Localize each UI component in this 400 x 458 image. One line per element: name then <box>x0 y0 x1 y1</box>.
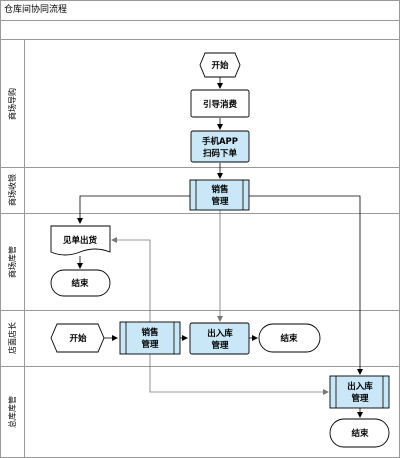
start-node-top-label: 开始 <box>211 60 229 71</box>
lane-label-main-warehouse: 总库库管 <box>7 396 17 428</box>
diagram-title: 仓库间协同流程 <box>4 3 67 15</box>
sales-cashier-line2: 管理 <box>211 196 229 207</box>
start-node-top: 开始 <box>199 52 241 78</box>
sales-management-store-node: 销售 管理 <box>119 321 181 355</box>
inout-store-line1: 出入库 <box>207 328 233 339</box>
edge-sales-to-ship <box>77 195 190 224</box>
start-node-store-label: 开始 <box>69 333 87 344</box>
end-node-main-warehouse: 结束 <box>329 418 390 448</box>
sales-store-line2: 管理 <box>141 339 159 350</box>
edge-store-sales-to-ship <box>111 237 151 322</box>
edge-sales-to-main-inout <box>249 195 363 375</box>
start-node-store: 开始 <box>50 323 105 353</box>
lane-label-shopping-guide: 商场导购 <box>7 88 17 120</box>
inout-main-line1: 出入库 <box>347 381 373 392</box>
inout-management-main-node: 出入库 管理 <box>329 375 390 409</box>
inout-main-line2: 管理 <box>351 393 369 404</box>
scan-order-line1: 手机APP <box>202 136 238 147</box>
ship-by-order-label: 见单出货 <box>63 235 98 246</box>
end-node-store: 结束 <box>258 323 321 353</box>
end-node-mall-warehouse: 结束 <box>50 269 111 297</box>
sales-cashier-line1: 销售 <box>211 184 228 195</box>
sales-management-cashier-node: 销售 管理 <box>189 179 250 211</box>
guide-consume-node: 引导消费 <box>190 89 250 118</box>
scan-order-line2: 扫码下单 <box>203 148 238 159</box>
edge-store-sales-to-main-inout <box>149 354 329 395</box>
scan-order-node: 手机APP 扫码下单 <box>190 130 250 163</box>
end-store-label: 结束 <box>280 333 298 344</box>
end-mall-warehouse-label: 结束 <box>71 278 89 289</box>
lane-label-cashier: 商场收银 <box>7 174 17 206</box>
inout-management-store-node: 出入库 管理 <box>189 322 250 355</box>
ship-by-order-node: 见单出货 <box>50 225 111 256</box>
inout-store-line2: 管理 <box>211 340 229 351</box>
guide-consume-label: 引导消费 <box>203 99 238 110</box>
lane-label-store-manager: 店面店长 <box>7 322 17 354</box>
end-main-label: 结束 <box>351 428 369 439</box>
lane-label-mall-warehouse: 商场库管 <box>7 246 17 278</box>
sales-store-line1: 销售 <box>141 327 158 338</box>
